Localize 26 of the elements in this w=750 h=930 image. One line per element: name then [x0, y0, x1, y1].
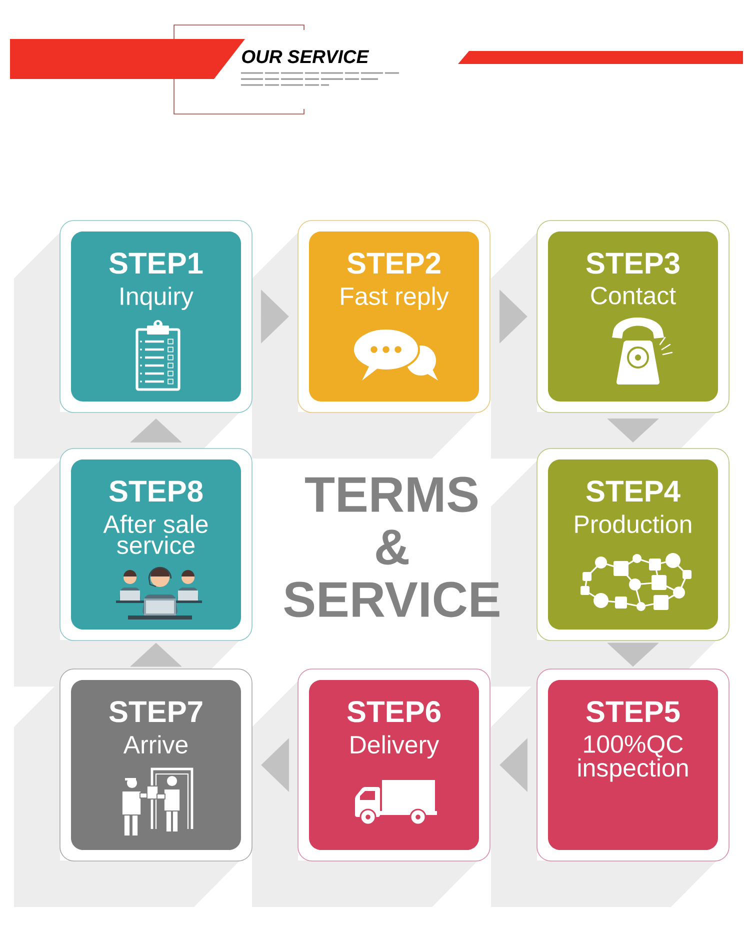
step-label: STEP3: [586, 252, 680, 274]
step-label: STEP4: [586, 480, 680, 502]
step-title: After sale service: [103, 514, 208, 554]
step-title: Delivery: [350, 735, 440, 758]
step-label: STEP6: [347, 701, 440, 722]
arrow: [261, 738, 290, 792]
arrow: [607, 418, 659, 442]
step-title: Arrive: [123, 735, 188, 754]
title: OUR SERVICE: [242, 50, 370, 64]
arrow: [130, 418, 182, 443]
step-title: Fast reply: [341, 286, 449, 310]
step-label: STEP1: [109, 252, 203, 274]
arrow: [607, 642, 659, 667]
arrow: [260, 290, 289, 344]
step-label: STEP7: [109, 701, 202, 722]
step-label: STEP2: [347, 252, 440, 274]
step-label: STEP5: [586, 701, 680, 722]
step-label: STEP8: [109, 480, 203, 502]
arrow: [130, 642, 182, 667]
step-title: 100%QC inspection: [578, 735, 688, 782]
arrow: [499, 290, 528, 344]
step-title: Contact: [591, 286, 676, 304]
arrow: [500, 738, 528, 792]
step-title: Inquiry: [120, 286, 194, 310]
step-title: Production: [575, 514, 692, 534]
center-heading: TERMS & SERVICE: [284, 476, 500, 618]
